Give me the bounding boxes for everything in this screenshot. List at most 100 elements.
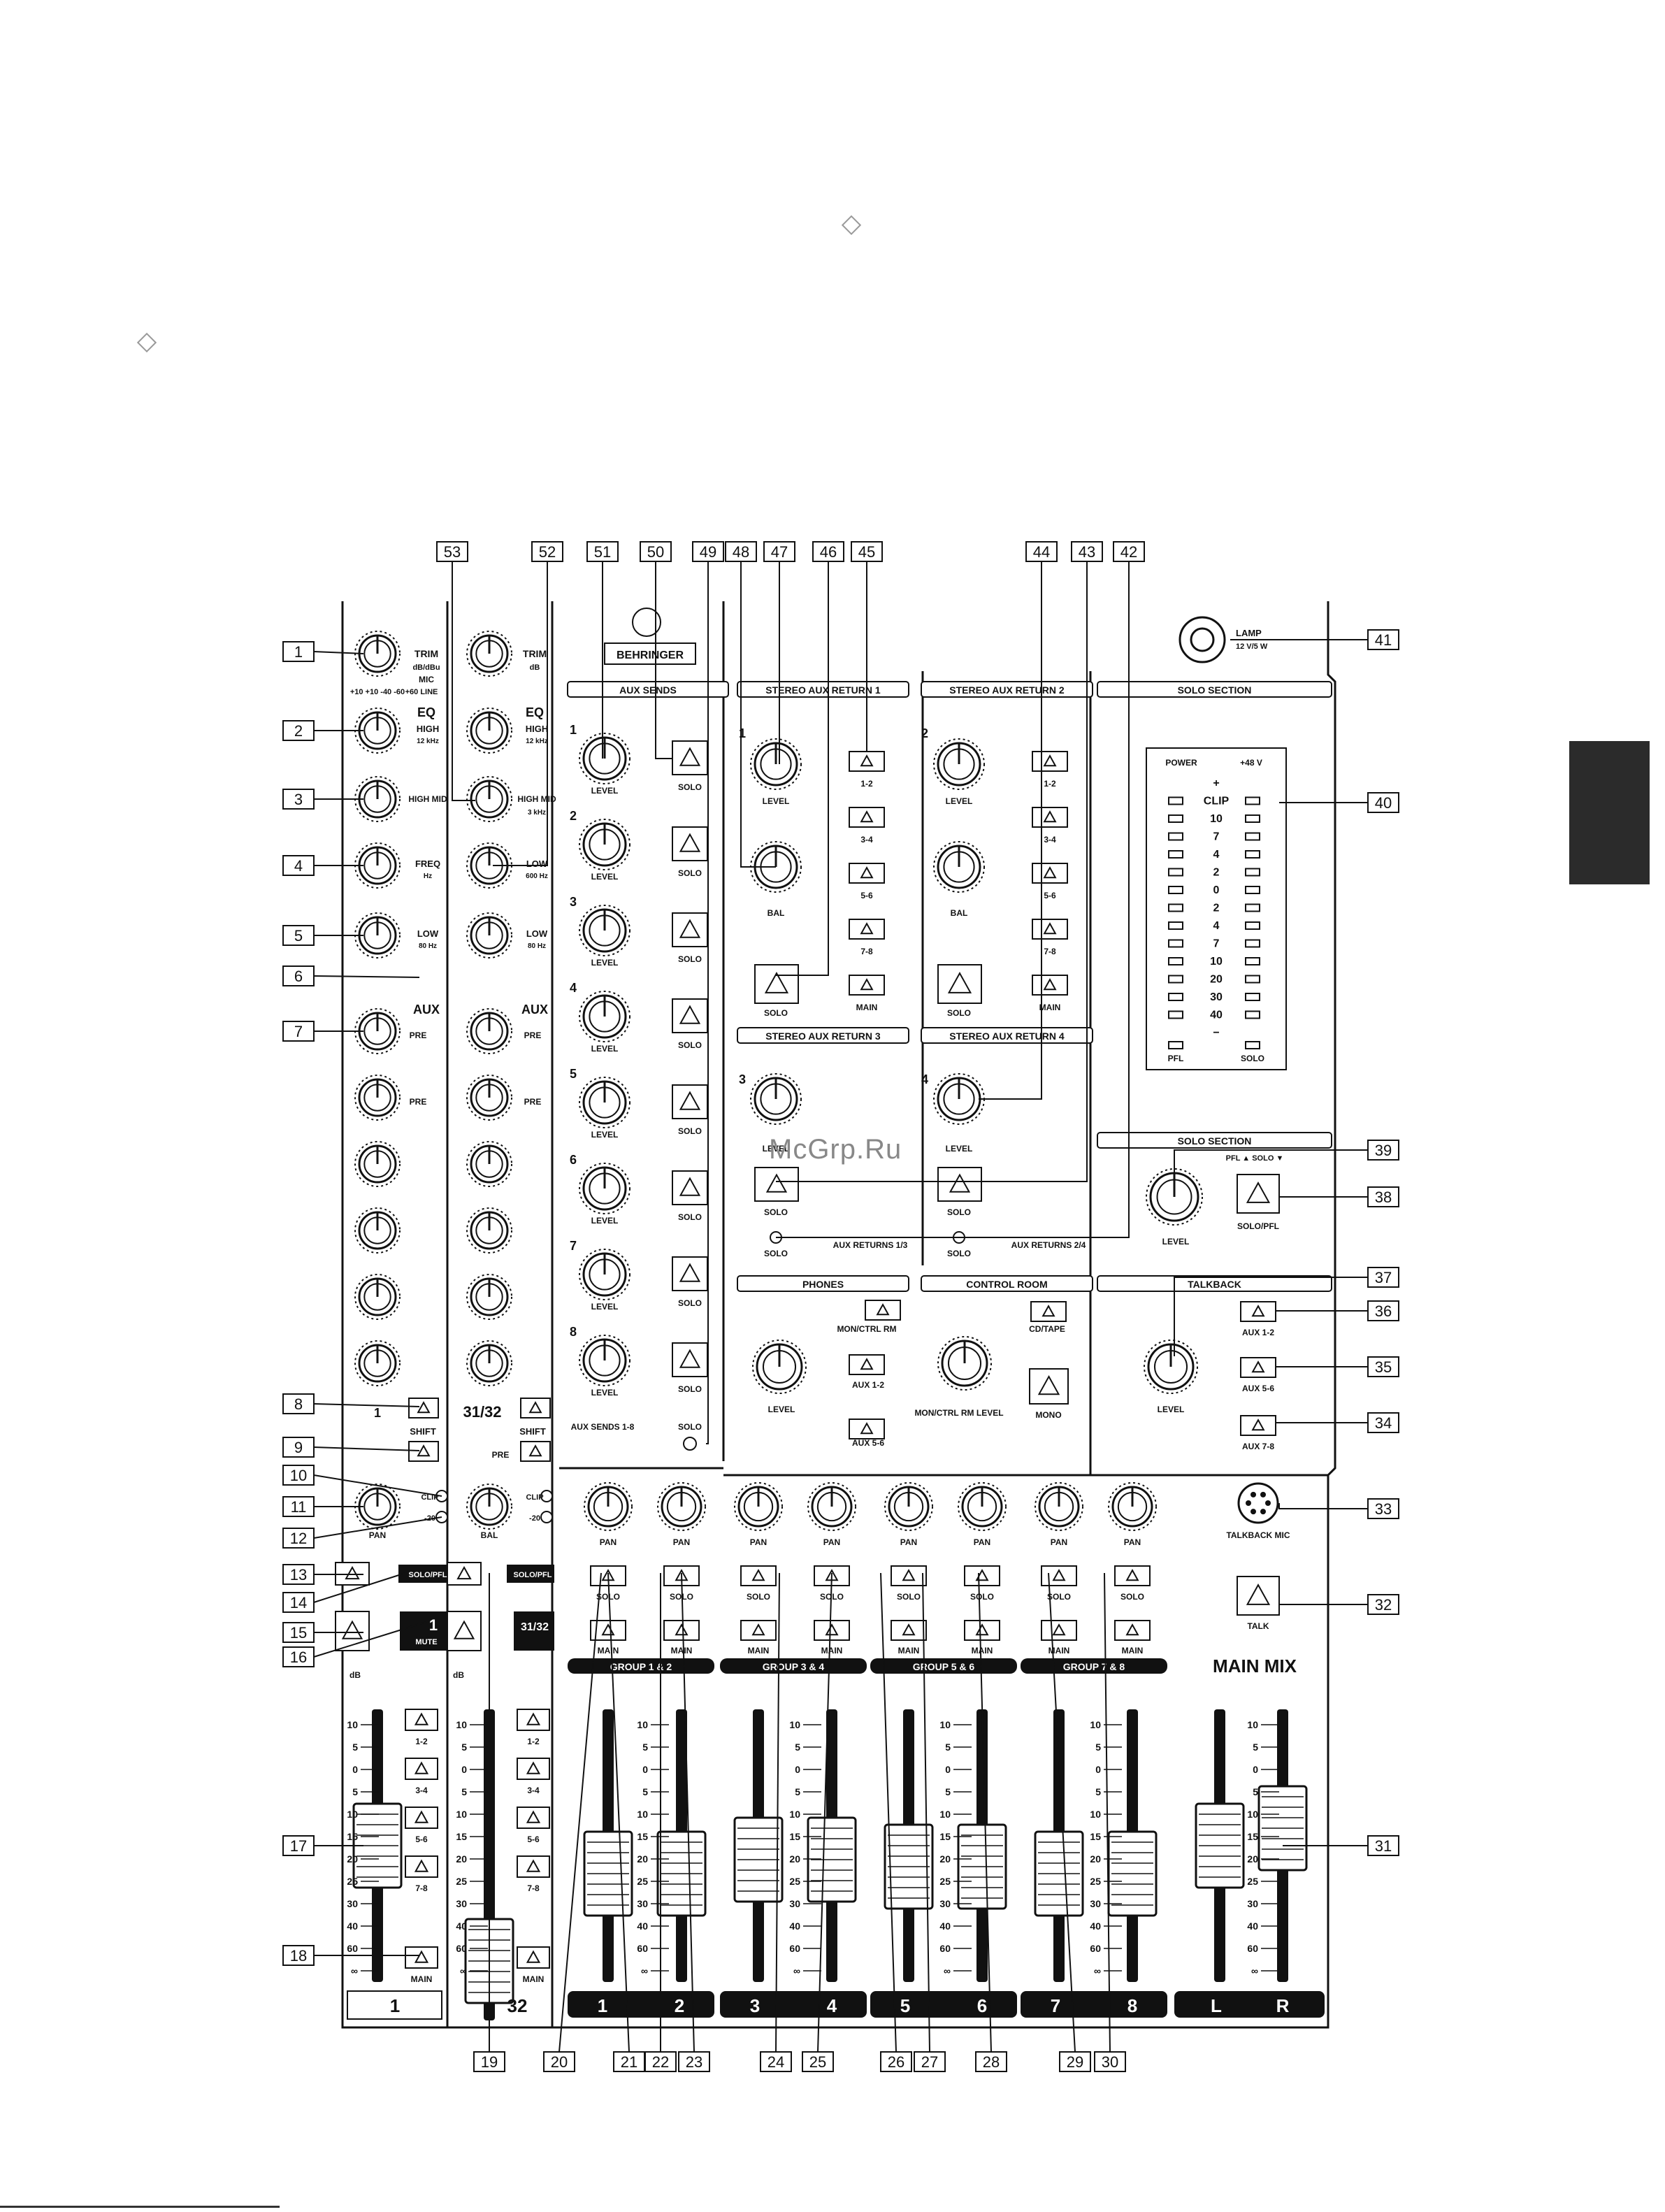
group-solo-5[interactable] [891,1565,927,1586]
phones-aux56-button[interactable] [849,1419,885,1439]
ch31-assign-sub_1_2[interactable] [517,1709,550,1731]
ch31-shift-button[interactable] [520,1398,551,1419]
ch31-assign-sub_7_8[interactable] [517,1855,550,1878]
group-fader-6[interactable] [957,1709,1007,1982]
ch1-assign-sub_1_2[interactable] [405,1709,438,1731]
mono-button[interactable] [1029,1368,1069,1405]
ch31-pre-button[interactable] [520,1441,551,1462]
ch31-aux-knob-5[interactable] [466,1274,512,1320]
ch1-pre-button[interactable] [408,1441,439,1462]
group-pan-knob-5[interactable] [884,1482,933,1531]
ch1-assign-sub_3_4[interactable] [405,1758,438,1780]
group-pan-knob-1[interactable] [584,1482,633,1531]
r2-assign-0[interactable] [1032,751,1068,772]
ch31-assign-sub_3_4[interactable] [517,1758,550,1780]
ch31-solo-button[interactable] [447,1562,482,1586]
r2-solo-button[interactable] [937,964,982,1004]
r3-solo-button[interactable] [754,1167,799,1202]
phones-mon-button[interactable] [865,1300,901,1321]
r4-solo-button[interactable] [937,1167,982,1202]
ch1-aux-knob-4[interactable] [354,1207,401,1254]
talkback-level-knob[interactable] [1144,1340,1198,1394]
phones-level-knob[interactable] [752,1340,807,1394]
group-solo-7[interactable] [1041,1565,1077,1586]
aux-send-knob-5[interactable] [579,1077,630,1128]
ch31-eq-low-knob[interactable] [466,912,512,958]
ch1-assign-sub_7_8[interactable] [405,1855,438,1878]
group-solo-8[interactable] [1114,1565,1151,1586]
ch31-aux-knob-6[interactable] [466,1340,512,1386]
group-main-3[interactable] [740,1620,777,1641]
ch1-assign-sub_5_6[interactable] [405,1807,438,1829]
r2-assign-2[interactable] [1032,863,1068,884]
ch1-aux-knob-2[interactable] [354,1075,401,1121]
r2-main-button[interactable] [1032,975,1068,996]
group-main-2[interactable] [663,1620,700,1641]
group-main-7[interactable] [1041,1620,1077,1641]
group-fader-5[interactable] [884,1709,934,1982]
group-main-5[interactable] [891,1620,927,1641]
talkback-aux_5_6-button[interactable] [1240,1357,1276,1378]
r1-assign-2[interactable] [849,863,885,884]
r1-main-button[interactable] [849,975,885,996]
ch1-aux-knob-5[interactable] [354,1274,401,1320]
talkback-aux_7_8-button[interactable] [1240,1415,1276,1436]
r1-assign-0[interactable] [849,751,885,772]
aux-send-solo-8[interactable] [672,1342,708,1377]
r1-solo-button[interactable] [754,964,799,1004]
aux-send-solo-7[interactable] [672,1256,708,1291]
ch31-assign-sub_5_6[interactable] [517,1807,550,1829]
group-fader-3[interactable] [733,1709,784,1982]
r1-assign-1[interactable] [849,807,885,828]
group-main-4[interactable] [814,1620,850,1641]
group-fader-4[interactable] [807,1709,857,1982]
ch1-assign-main[interactable] [405,1946,438,1969]
ch1-fader[interactable] [352,1709,403,1982]
ch31-eq-freq-knob[interactable] [466,842,512,889]
group-pan-knob-4[interactable] [807,1482,856,1531]
r1-level-knob[interactable] [750,738,802,790]
talk-button[interactable] [1237,1576,1280,1616]
ch31-mute-button[interactable] [447,1611,482,1651]
r3-level-knob[interactable] [750,1073,802,1125]
aux-send-solo-2[interactable] [672,826,708,861]
group-fader-2[interactable] [656,1709,707,1982]
aux-send-solo-1[interactable] [672,740,708,775]
aux-send-knob-3[interactable] [579,905,630,956]
group-fader-7[interactable] [1034,1709,1084,1982]
group-solo-6[interactable] [964,1565,1000,1586]
r2-assign-3[interactable] [1032,919,1068,940]
ch31-assign-main[interactable] [517,1946,550,1969]
ch31-aux-knob-3[interactable] [466,1141,512,1187]
group-main-8[interactable] [1114,1620,1151,1641]
aux-send-knob-8[interactable] [579,1335,630,1386]
solo-pfl-mode-button[interactable] [1237,1174,1280,1214]
aux-send-solo-5[interactable] [672,1084,708,1119]
talkback-aux_1_2-button[interactable] [1240,1301,1276,1322]
group-main-6[interactable] [964,1620,1000,1641]
main-fader-left[interactable] [1195,1709,1245,1982]
aux-send-knob-2[interactable] [579,819,630,870]
group-pan-knob-3[interactable] [734,1482,783,1531]
aux-send-knob-6[interactable] [579,1163,630,1214]
r2-assign-1[interactable] [1032,807,1068,828]
ch31-eq-mid-knob[interactable] [466,776,512,822]
aux-send-solo-6[interactable] [672,1170,708,1205]
ch31-aux-knob-2[interactable] [466,1075,512,1121]
phones-aux12-button[interactable] [849,1354,885,1375]
group-pan-knob-8[interactable] [1108,1482,1157,1531]
group-pan-knob-7[interactable] [1035,1482,1083,1531]
aux-send-knob-7[interactable] [579,1249,630,1300]
ch31-pan-knob[interactable] [466,1484,512,1530]
ch31-eq-high-knob[interactable] [466,708,512,754]
ch1-aux-knob-6[interactable] [354,1340,401,1386]
ch31-trim-knob[interactable] [466,631,512,677]
group-fader-8[interactable] [1107,1709,1158,1982]
aux-send-solo-3[interactable] [672,912,708,947]
group-pan-knob-6[interactable] [958,1482,1007,1531]
ch1-mute-button[interactable] [335,1611,370,1651]
ch1-aux-knob-3[interactable] [354,1141,401,1187]
control-room-level-knob[interactable] [937,1336,992,1391]
ch1-shift-button[interactable] [408,1398,439,1419]
group-pan-knob-2[interactable] [657,1482,706,1531]
